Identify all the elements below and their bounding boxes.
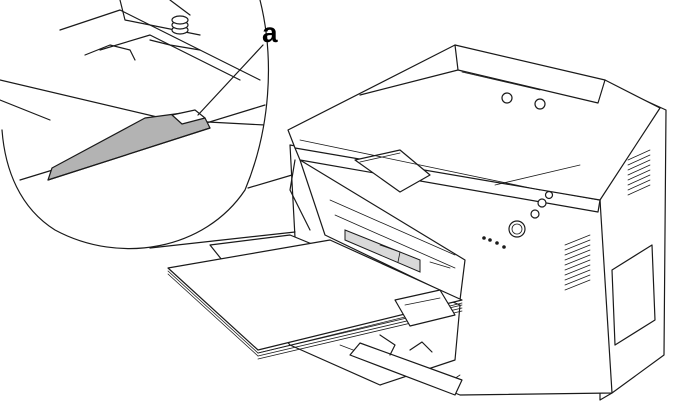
magnified-inset [0, 0, 296, 250]
output-tray-rollers [501, 92, 546, 110]
callout-leader-line [197, 44, 264, 116]
knob-icon [171, 15, 189, 35]
callout-label: a [262, 17, 278, 48]
paper-stop-flap [354, 149, 431, 193]
side-vents [564, 149, 656, 346]
panel-button-icon [544, 190, 554, 200]
panel-button-icon [537, 198, 547, 208]
magnify-connector [247, 174, 293, 189]
magnify-connector [149, 231, 296, 249]
panel-button-icon [530, 209, 540, 219]
control-panel [482, 190, 554, 249]
callout: a [197, 17, 278, 116]
tray-paper-guide [394, 289, 456, 327]
power-button-icon [508, 220, 526, 238]
